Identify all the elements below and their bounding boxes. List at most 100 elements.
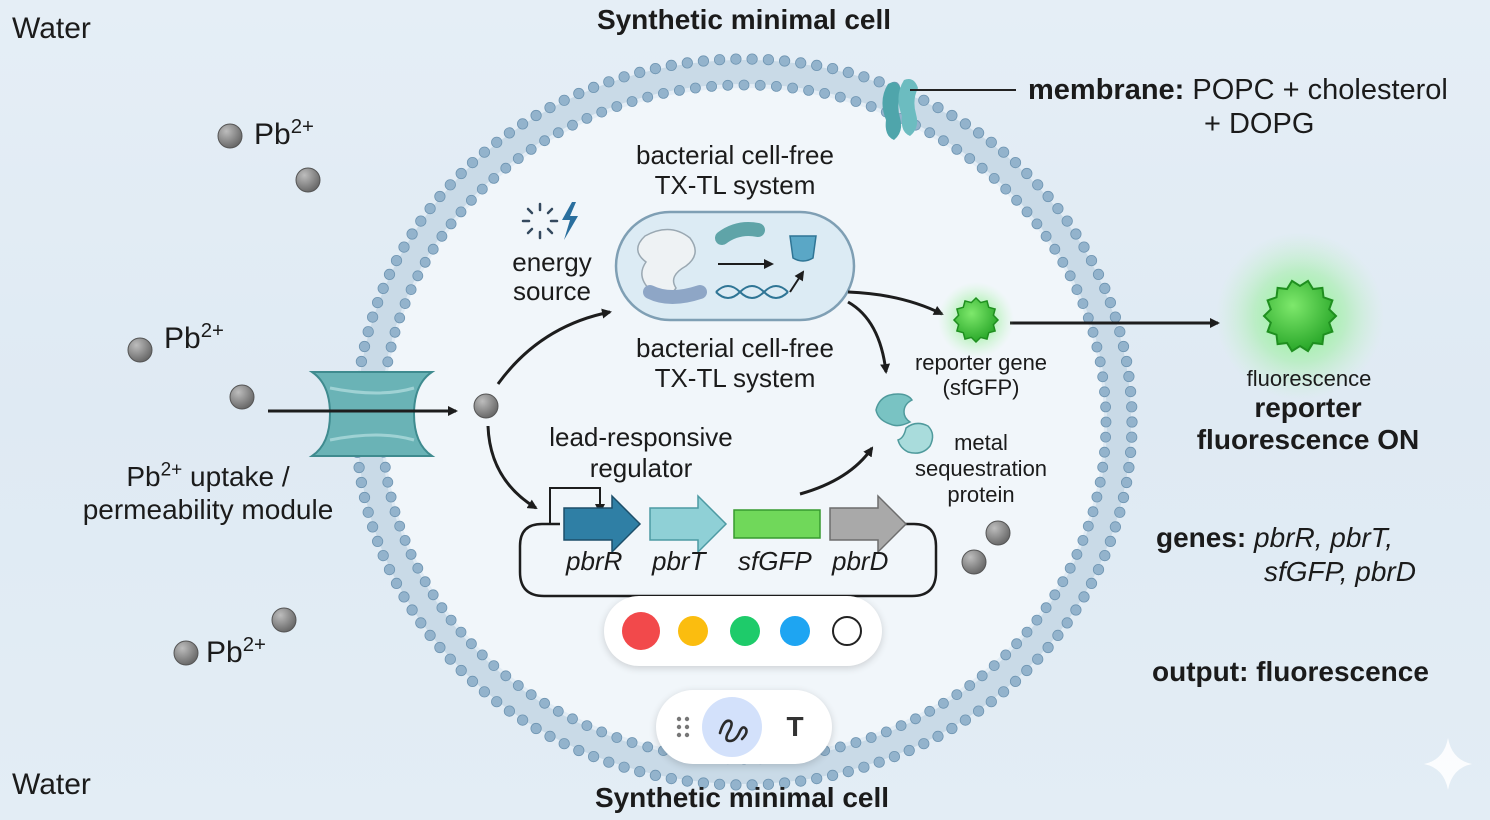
lipid-head — [811, 772, 823, 785]
pen-scribble-icon — [718, 719, 748, 743]
arrow-plasmid-to-protein — [799, 446, 874, 496]
lipid-head — [1021, 206, 1033, 218]
drag-handle-icon[interactable] — [676, 716, 690, 738]
lipid-head — [697, 777, 710, 789]
lipid-head — [434, 190, 446, 203]
lipid-head — [1064, 270, 1076, 282]
lipid-head — [985, 696, 997, 708]
lipid-head — [398, 241, 410, 253]
lipid-head — [377, 282, 389, 294]
lipid-head — [938, 135, 949, 147]
lipid-head — [362, 506, 374, 518]
lipid-head — [1040, 602, 1052, 614]
lipid-head — [803, 85, 814, 96]
lipid-head — [1032, 179, 1044, 191]
lead-ion-inside — [473, 393, 499, 419]
lipid-head — [1100, 401, 1111, 413]
lipid-head — [1040, 230, 1052, 242]
plasmid-icon — [518, 487, 938, 598]
lipid-head — [558, 94, 570, 106]
pb-label: Pb2+ — [206, 634, 266, 669]
lipid-head — [567, 119, 578, 131]
lipid-head — [1052, 629, 1064, 642]
txtl-system-icon — [614, 210, 856, 322]
fluorescence-label: fluorescence — [1246, 366, 1372, 391]
pen-tool-button[interactable] — [702, 697, 762, 757]
lipid-head — [415, 215, 427, 227]
lead-ion — [217, 123, 243, 149]
lipid-head — [1099, 446, 1110, 458]
lipid-head — [419, 576, 431, 588]
lipid-head — [394, 520, 406, 532]
lipid-head — [1011, 194, 1022, 206]
lipid-head — [865, 101, 877, 112]
lipid-head — [1061, 215, 1073, 227]
lipid-head — [1126, 431, 1138, 443]
lipid-head — [503, 705, 515, 717]
lipid-head — [1042, 190, 1054, 203]
color-swatch-red[interactable] — [622, 612, 660, 650]
lipid-head — [353, 461, 365, 474]
lipid-head — [910, 713, 921, 725]
lead-ion — [271, 607, 297, 633]
lipid-head — [552, 705, 564, 717]
lipid-head — [596, 106, 608, 118]
lipid-head — [746, 779, 758, 791]
lipid-head — [713, 778, 726, 790]
title-top: Synthetic minimal cell — [596, 4, 892, 35]
lipid-head — [858, 761, 870, 773]
lipid-head — [500, 670, 512, 682]
lipid-head — [649, 769, 662, 782]
lipid-head — [1021, 167, 1033, 180]
lipid-head — [379, 461, 391, 473]
lipid-head — [611, 101, 623, 112]
lipid-head — [355, 355, 367, 368]
lipid-head — [1094, 476, 1106, 488]
lipid-head — [762, 778, 775, 790]
lipid-head — [626, 737, 638, 748]
arrow-txtl-to-gfp — [847, 290, 944, 316]
gene-label-pbrR: pbrR — [566, 546, 623, 576]
lipid-head — [626, 96, 638, 107]
lipid-head — [558, 738, 570, 750]
lipid-head — [1121, 476, 1133, 489]
color-swatch-blue[interactable] — [780, 616, 810, 646]
lipid-head — [500, 162, 512, 174]
lipid-head — [366, 311, 379, 323]
color-swatch-green[interactable] — [730, 616, 760, 646]
lipid-head — [1117, 340, 1130, 353]
lipid-head — [427, 243, 439, 255]
lipid-head — [1104, 296, 1117, 309]
gfp-protein-icon — [938, 282, 1014, 358]
lipid-head — [642, 91, 654, 103]
lipid-head — [946, 109, 958, 122]
lipid-head — [1021, 626, 1033, 638]
lipid-head — [1099, 549, 1111, 562]
lipid-head — [834, 91, 846, 103]
lipid-head — [445, 218, 457, 230]
genes-label: genes: pbrR, pbrT, — [1156, 522, 1394, 553]
lipid-head — [1109, 521, 1122, 533]
lipid-head — [697, 55, 710, 67]
lipid-head — [436, 602, 448, 614]
lead-ion-inside — [961, 549, 987, 575]
lipid-head — [530, 109, 542, 122]
lipid-head — [390, 577, 403, 590]
lipid-head — [819, 88, 830, 99]
color-swatch-yellow[interactable] — [678, 616, 708, 646]
lipid-head — [1032, 653, 1044, 665]
lipid-head — [366, 521, 379, 533]
lipid-head — [873, 76, 885, 88]
lipid-head — [951, 689, 963, 700]
lipid-head — [826, 62, 839, 75]
lipid-head — [1082, 312, 1094, 324]
color-swatch-white[interactable] — [832, 616, 862, 646]
lipid-head — [358, 340, 371, 353]
lipid-head — [1021, 664, 1033, 677]
text-tool-button[interactable]: T — [786, 711, 804, 742]
title-bottom: Synthetic minimal cell — [594, 782, 890, 813]
lipid-head — [1064, 562, 1076, 574]
